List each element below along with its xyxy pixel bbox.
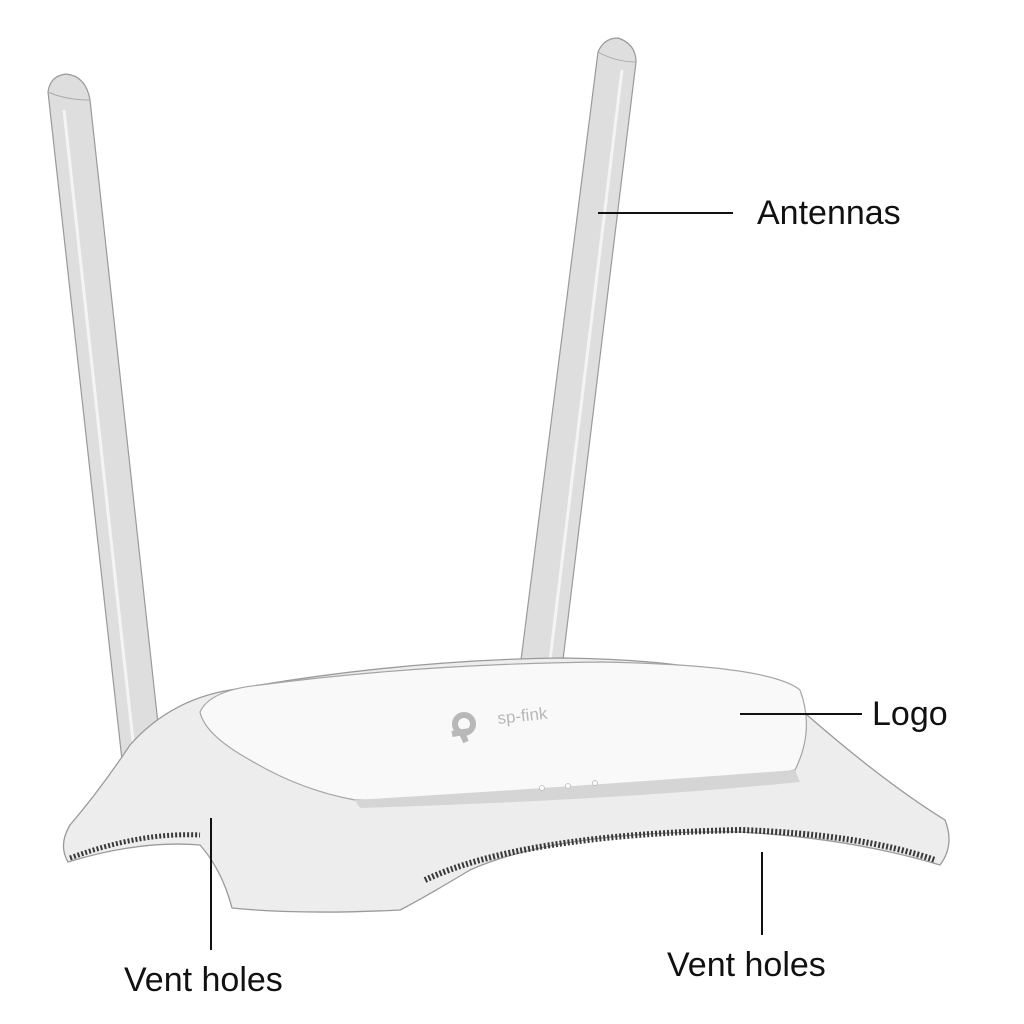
status-leds (539, 780, 598, 791)
vent-holes-right-label: Vent holes (667, 946, 826, 984)
front-vent-holes (423, 826, 936, 883)
router-body: sp-fink (62, 657, 950, 913)
logo-label: Logo (872, 695, 948, 733)
vent-holes-left-label: Vent holes (124, 961, 283, 999)
logo-mark (451, 712, 476, 744)
right-antenna (519, 37, 637, 669)
antennas-label: Antennas (757, 194, 901, 232)
left-vent-holes (69, 832, 201, 861)
left-antenna (47, 73, 161, 761)
top-panel (199, 661, 807, 801)
panel-edge (355, 770, 800, 808)
